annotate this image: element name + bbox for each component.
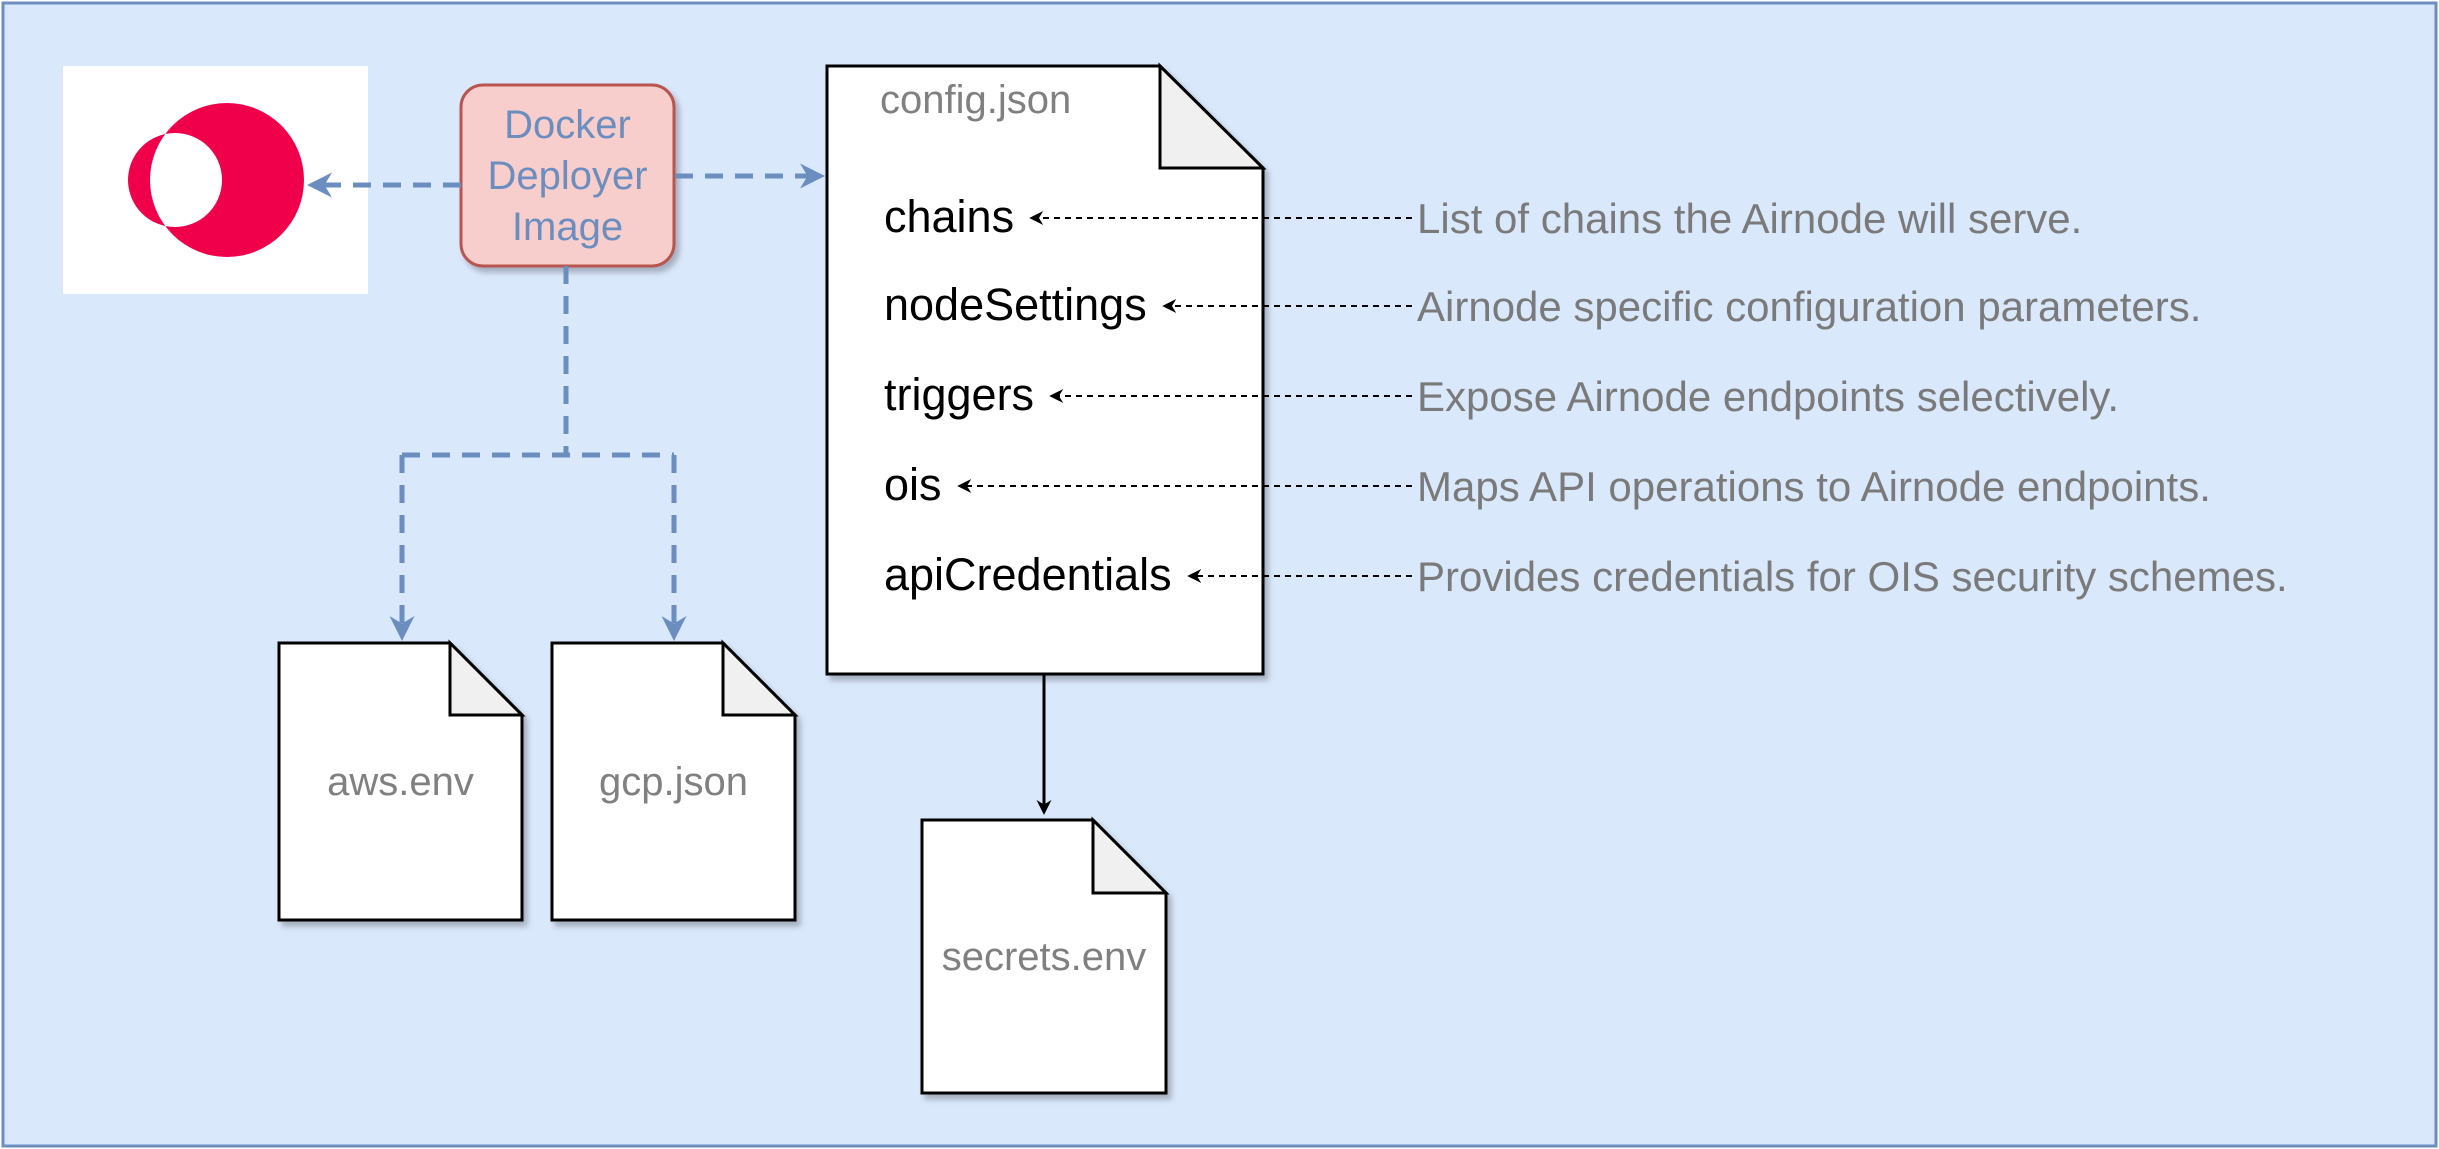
config-json-title: config.json	[880, 78, 1072, 122]
field-ois: ois	[884, 459, 942, 510]
docker-label-line2: Deployer	[487, 154, 648, 199]
aws-env-fold	[448, 639, 526, 717]
config-json-fold	[1158, 62, 1267, 170]
gcp-json-fold	[721, 639, 799, 717]
desc-nodesettings: Airnode specific configuration parameter…	[1417, 283, 2202, 330]
secrets-env-label: secrets.env	[941, 935, 1147, 979]
field-arrows	[957, 211, 1412, 583]
docker-to-cloud-connector	[402, 266, 674, 458]
secrets-env-fold	[1091, 816, 1170, 895]
gcp-json-label: gcp.json	[599, 760, 748, 804]
field-chains: chains	[884, 191, 1015, 242]
field-apicredentials: apiCredentials	[884, 549, 1172, 600]
desc-triggers: Expose Airnode endpoints selectively.	[1417, 373, 2119, 420]
docker-deployer-image-label: Docker Deployer Image	[461, 100, 674, 254]
airnode-logo-icon	[128, 103, 304, 257]
desc-apicredentials: Provides credentials for OIS security sc…	[1417, 553, 2288, 600]
desc-ois: Maps API operations to Airnode endpoints…	[1417, 463, 2211, 510]
field-triggers: triggers	[884, 369, 1035, 420]
field-nodesettings: nodeSettings	[884, 279, 1147, 330]
docker-label-line1: Docker	[504, 103, 631, 147]
desc-chains: List of chains the Airnode will serve.	[1417, 195, 2083, 242]
docker-label-line3: Image	[511, 205, 624, 250]
aws-env-label: aws.env	[327, 760, 474, 804]
